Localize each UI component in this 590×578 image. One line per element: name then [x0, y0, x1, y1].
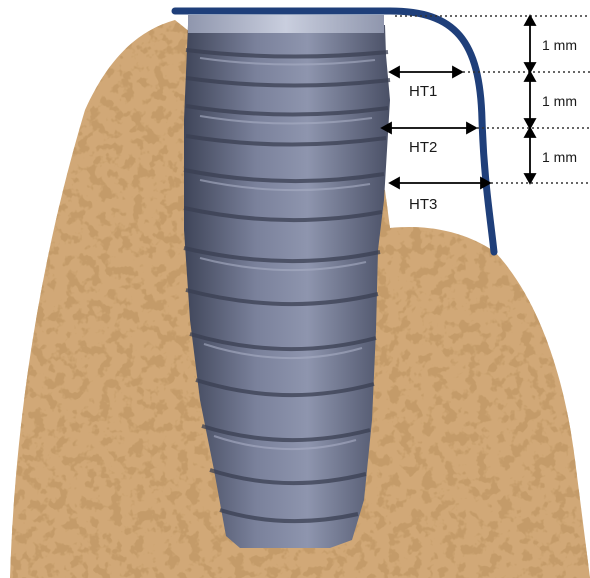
scale-seg1-arrow — [525, 16, 535, 72]
implant — [184, 15, 390, 548]
ht2-label: HT2 — [409, 139, 437, 156]
ht1-label: HT1 — [409, 83, 437, 100]
scale-seg1-label: 1 mm — [542, 37, 577, 53]
vertical-scale — [525, 16, 535, 183]
ht2-arrow — [382, 123, 476, 133]
scale-seg3-label: 1 mm — [542, 149, 577, 165]
scale-seg2-arrow — [525, 72, 535, 128]
implant-collar — [188, 15, 384, 33]
scale-seg3-arrow — [525, 128, 535, 183]
scale-seg2-label: 1 mm — [542, 93, 577, 109]
ht3-arrow — [390, 178, 490, 188]
ht3-label: HT3 — [409, 196, 437, 213]
ht1-arrow — [390, 67, 462, 77]
